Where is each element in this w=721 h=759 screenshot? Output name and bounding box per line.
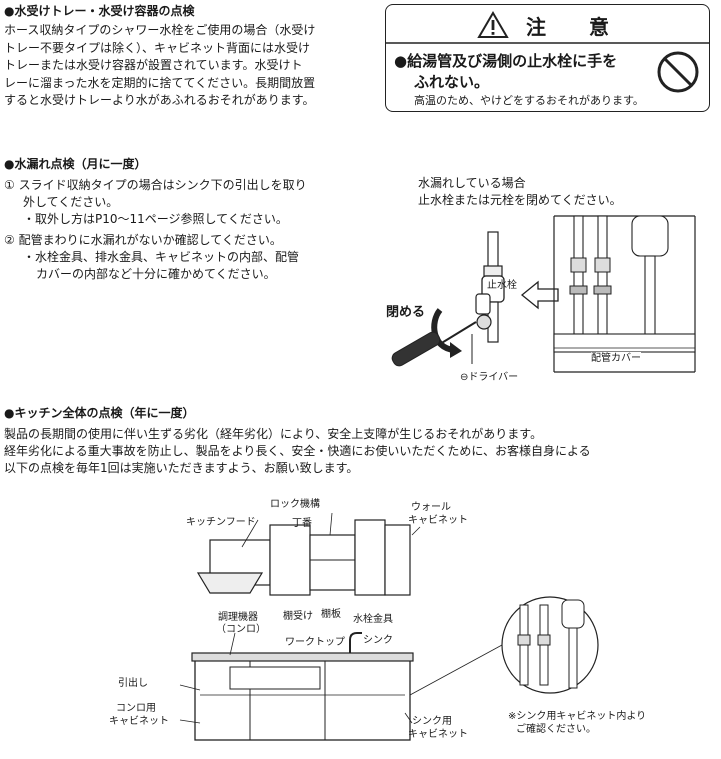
kitchen-line3: 以下の点検を毎年1回は実施いただきますよう、お願い致します。 <box>4 461 359 475</box>
caution-box: 注 意 ●給湯管及び湯側の止水栓に手を ふれない。 高温のため、やけどをするおそ… <box>385 4 710 112</box>
tray-line: トレー不要タイプは除く）、キャビネット背面には水受け <box>4 40 311 55</box>
tray-heading: ●水受けトレー・水受け容器の点検 <box>4 4 195 18</box>
leak-item2-line1: ② 配管まわりに水漏れがないか確認してください。 <box>4 233 282 247</box>
stove-cabinet-label-2: キャビネット <box>109 716 169 727</box>
caution-title: 注 意 <box>526 15 627 39</box>
drawer-label: 引出し <box>118 678 148 689</box>
kitchen-line1: 製品の長期間の使用に伴い生ずる劣化（経年劣化）により、安全上支障が生じるおそれが… <box>4 427 543 441</box>
hinge-label: 丁番 <box>292 518 312 529</box>
caution-note: 高温のため、やけどをするおそれがあります。 <box>414 94 644 107</box>
sink-cabinet-label-2: キャビネット <box>408 729 468 740</box>
appliance-label-2: （コンロ） <box>216 624 266 635</box>
valve-illustration <box>391 231 505 367</box>
tray-line: トレーまたは水受け容器が設置されています。水受けト <box>4 58 303 72</box>
leak-caption-line2: 止水栓または元栓を閉めてください。 <box>418 193 622 207</box>
caution-divider <box>386 42 709 44</box>
caution-line2: ふれない。 <box>414 73 490 91</box>
sink-cabinet-note-2: ご確認ください。 <box>516 724 596 735</box>
leak-item2-sub1: ・水栓金具、排水金具、キャビネットの内部、配管 <box>23 250 300 264</box>
wall-cabinet-label-2: キャビネット <box>408 515 468 526</box>
tray-line: すると水受けトレーより水があふれるおそれがあります。 <box>4 93 315 107</box>
prohibition-icon <box>657 51 699 93</box>
kitchen-illustration <box>179 512 599 741</box>
leak-caption-line1: 水漏れしている場合 <box>418 176 526 190</box>
kitchen-heading: ●キッチン全体の点検（年に一度） <box>4 406 195 420</box>
shelf-label: 棚板 <box>321 609 341 620</box>
stove-cabinet-label-1: コンロ用 <box>116 703 156 714</box>
leak-heading: ●水漏れ点検（月に一度） <box>4 157 147 171</box>
faucet-label: 水栓金具 <box>353 614 393 625</box>
shelf-support-label: 棚受け <box>283 611 313 622</box>
lock-label: ロック機構 <box>270 499 320 510</box>
driver-label: ⊖ドライバー <box>460 372 519 383</box>
pipe-cover-illustration <box>553 215 696 373</box>
appliance-label-1: 調理機器 <box>218 612 258 623</box>
kitchen-line2: 経年劣化による重大事故を防止し、製品をより長く、安全・快適にお使いいただくために… <box>4 444 591 458</box>
caution-line1: ●給湯管及び湯側の止水栓に手を <box>394 52 618 70</box>
tray-line: レーに溜まった水を定期的に捨ててください。長期間放置 <box>4 75 316 90</box>
pipe-cover-label: 配管カバー <box>591 352 641 365</box>
close-label: 閉める <box>386 305 426 320</box>
leak-item1-sub: ・取外し方はP10〜11ページ参照してください。 <box>23 212 288 226</box>
hood-label: キッチンフード <box>186 517 256 528</box>
leak-item1-line2: 外してください。 <box>23 195 119 209</box>
wall-cabinet-label-1: ウォール <box>411 502 451 513</box>
tray-line: ホース収納タイプのシャワー水栓をご使用の場合（水受け <box>4 23 316 37</box>
tray-paragraph: ホース収納タイプのシャワー水栓をご使用の場合（水受け トレー不要タイプは除く）、… <box>4 22 366 110</box>
valve-label: 止水栓 <box>487 280 517 291</box>
sink-cabinet-label-1: シンク用 <box>412 716 452 727</box>
warning-triangle-icon <box>477 11 509 38</box>
worktop-label: ワークトップ <box>285 637 345 648</box>
leak-item1-line1: ① スライド収納タイプの場合はシンク下の引出しを取り <box>4 178 307 192</box>
sink-cabinet-note-1: ※シンク用キャビネット内より <box>508 711 647 722</box>
sink-label: シンク <box>363 635 393 646</box>
leak-item2-sub2: カバーの内部など十分に確かめてください。 <box>36 267 276 281</box>
zoom-arrow-icon <box>520 280 559 310</box>
